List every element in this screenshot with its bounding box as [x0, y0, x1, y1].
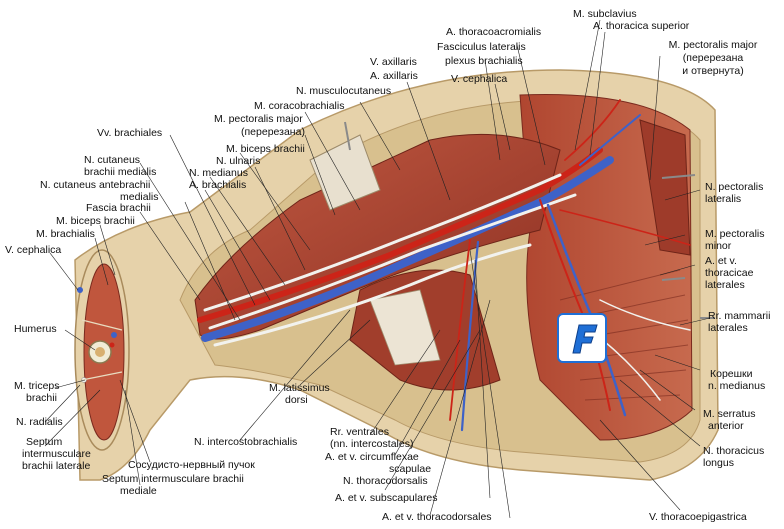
label-thoracica-superior: A. thoracica superior	[593, 20, 690, 32]
label-musculocutaneus: N. musculocutaneus	[296, 85, 392, 97]
label-septum-brachii-mediale: Septum intermusculare brachii	[102, 473, 244, 485]
label-pererezana: (перерезана)	[241, 126, 305, 138]
label-triceps: M. triceps	[14, 380, 60, 392]
label-minor: minor	[705, 240, 732, 252]
coracobrachialis	[309, 134, 381, 211]
label-cutaneus-antebrachii: N. cutaneus antebrachii	[40, 179, 151, 191]
label-septum-intermusculare-lat: intermusculare	[22, 448, 91, 460]
brachial-nerves	[203, 173, 577, 347]
label-subclavius: M. subclavius	[573, 8, 637, 20]
brachial-artery	[197, 147, 603, 323]
label-plexus-brachialis: plexus brachialis	[445, 55, 523, 67]
label-pererezana-turned: (перерезана	[682, 52, 744, 64]
label-mammarii-laterales: laterales	[708, 322, 748, 334]
label-thoracicus: N. thoracicus	[703, 445, 765, 457]
label-vv-brachiales: Vv. brachiales	[97, 127, 163, 139]
label-a-axillaris: A. axillaris	[370, 70, 418, 82]
label-latissimus-dorsi: dorsi	[285, 394, 308, 406]
label-koreshki: Корешки	[710, 368, 753, 380]
leader-lines	[44, 19, 711, 519]
label-v-cephalica-top: V. cephalica	[451, 73, 508, 85]
label-neurovascular-bundle: Сосудисто-нервный пучок	[128, 459, 255, 471]
label-fascia-brachii: Fascia brachii	[86, 202, 151, 214]
label-thoracodorsalis: N. thoracodorsalis	[343, 475, 428, 487]
label-ulnaris: N. ulnaris	[216, 155, 261, 167]
label-a-brachialis: A. brachialis	[189, 179, 247, 191]
label-pectoralis-major-turned: M. pectoralis major	[668, 39, 758, 51]
label-intercostobrachialis: N. intercostobrachialis	[194, 436, 298, 448]
label-fasciculus-lateralis: Fasciculus lateralis	[437, 41, 526, 53]
label-mediale: mediale	[120, 485, 157, 497]
label-nn-intercostales: (nn. intercostales)	[330, 438, 414, 450]
arm-muscles	[194, 133, 561, 340]
label-thoracoacromialis: A. thoracoacromialis	[446, 26, 542, 38]
label-septum-brachii-laterale: brachii laterale	[22, 460, 91, 472]
label-cutaneus-antebrachii-medialis: medialis	[120, 191, 159, 203]
label-thoracicus-longus: longus	[703, 457, 734, 469]
retractor-hooks	[344, 121, 715, 319]
label-cutaneus-brachii-medialis: brachii medialis	[84, 166, 157, 178]
label-thoracoepigastrica: V. thoracoepigastrica	[649, 511, 747, 523]
label-brachialis: M. brachialis	[36, 228, 95, 240]
axillary-vein	[201, 156, 614, 342]
label-rr-ventrales: Rr. ventrales	[330, 426, 389, 438]
label-coracobrachialis: M. coracobrachialis	[254, 100, 345, 112]
label-thoracicae: A. et v.	[705, 255, 737, 267]
label-serratus-anterior: anterior	[708, 420, 744, 432]
label-radialis: N. radialis	[16, 416, 63, 428]
label-thoracicae-mid: thoracicae	[705, 267, 754, 279]
label-septum-lat: Septum	[26, 436, 63, 448]
label-medianus: N. medianus	[189, 167, 248, 179]
label-humerus: Humerus	[14, 323, 57, 335]
label-otvernuta: и отвернута)	[682, 65, 744, 77]
arm-cross-section	[74, 249, 130, 451]
label-pectoralis-minor: M. pectoralis	[705, 228, 765, 240]
label-lateralis: lateralis	[705, 193, 742, 205]
f-logo-icon	[572, 324, 598, 354]
label-pectoralis-major-cut: M. pectoralis major	[214, 113, 303, 125]
f-logo-badge	[557, 313, 607, 363]
label-mammarii: Rr. mammarii	[708, 310, 771, 322]
label-v-cephalica-left: V. cephalica	[5, 244, 62, 256]
label-pectoralis-lateralis: N. pectoralis	[705, 181, 764, 193]
label-biceps-brachii-left: M. biceps brachii	[56, 215, 135, 227]
label-thoracicae-laterales: laterales	[705, 279, 745, 291]
label-triceps-brachii: brachii	[26, 392, 57, 404]
label-serratus: M. serratus	[703, 408, 756, 420]
label-cutaneus-brachii: N. cutaneus	[84, 154, 141, 166]
label-koreshki-medianus: n. medianus	[708, 380, 766, 392]
pectoralis-major-flap	[639, 119, 691, 256]
label-biceps-brachii-mid: M. biceps brachii	[226, 143, 305, 155]
label-v-axillaris: V. axillaris	[370, 56, 417, 68]
label-thoracodorsales: A. et v. thoracodorsales	[382, 511, 492, 523]
label-circumflexae-scapulae: A. et v. circumflexae	[325, 451, 419, 463]
label-subscapulares: A. et v. subscapulares	[335, 492, 438, 504]
label-latissimus: M. latissimus	[269, 382, 330, 394]
label-scapulae: scapulae	[389, 463, 432, 475]
latissimus-tendon	[369, 289, 441, 366]
